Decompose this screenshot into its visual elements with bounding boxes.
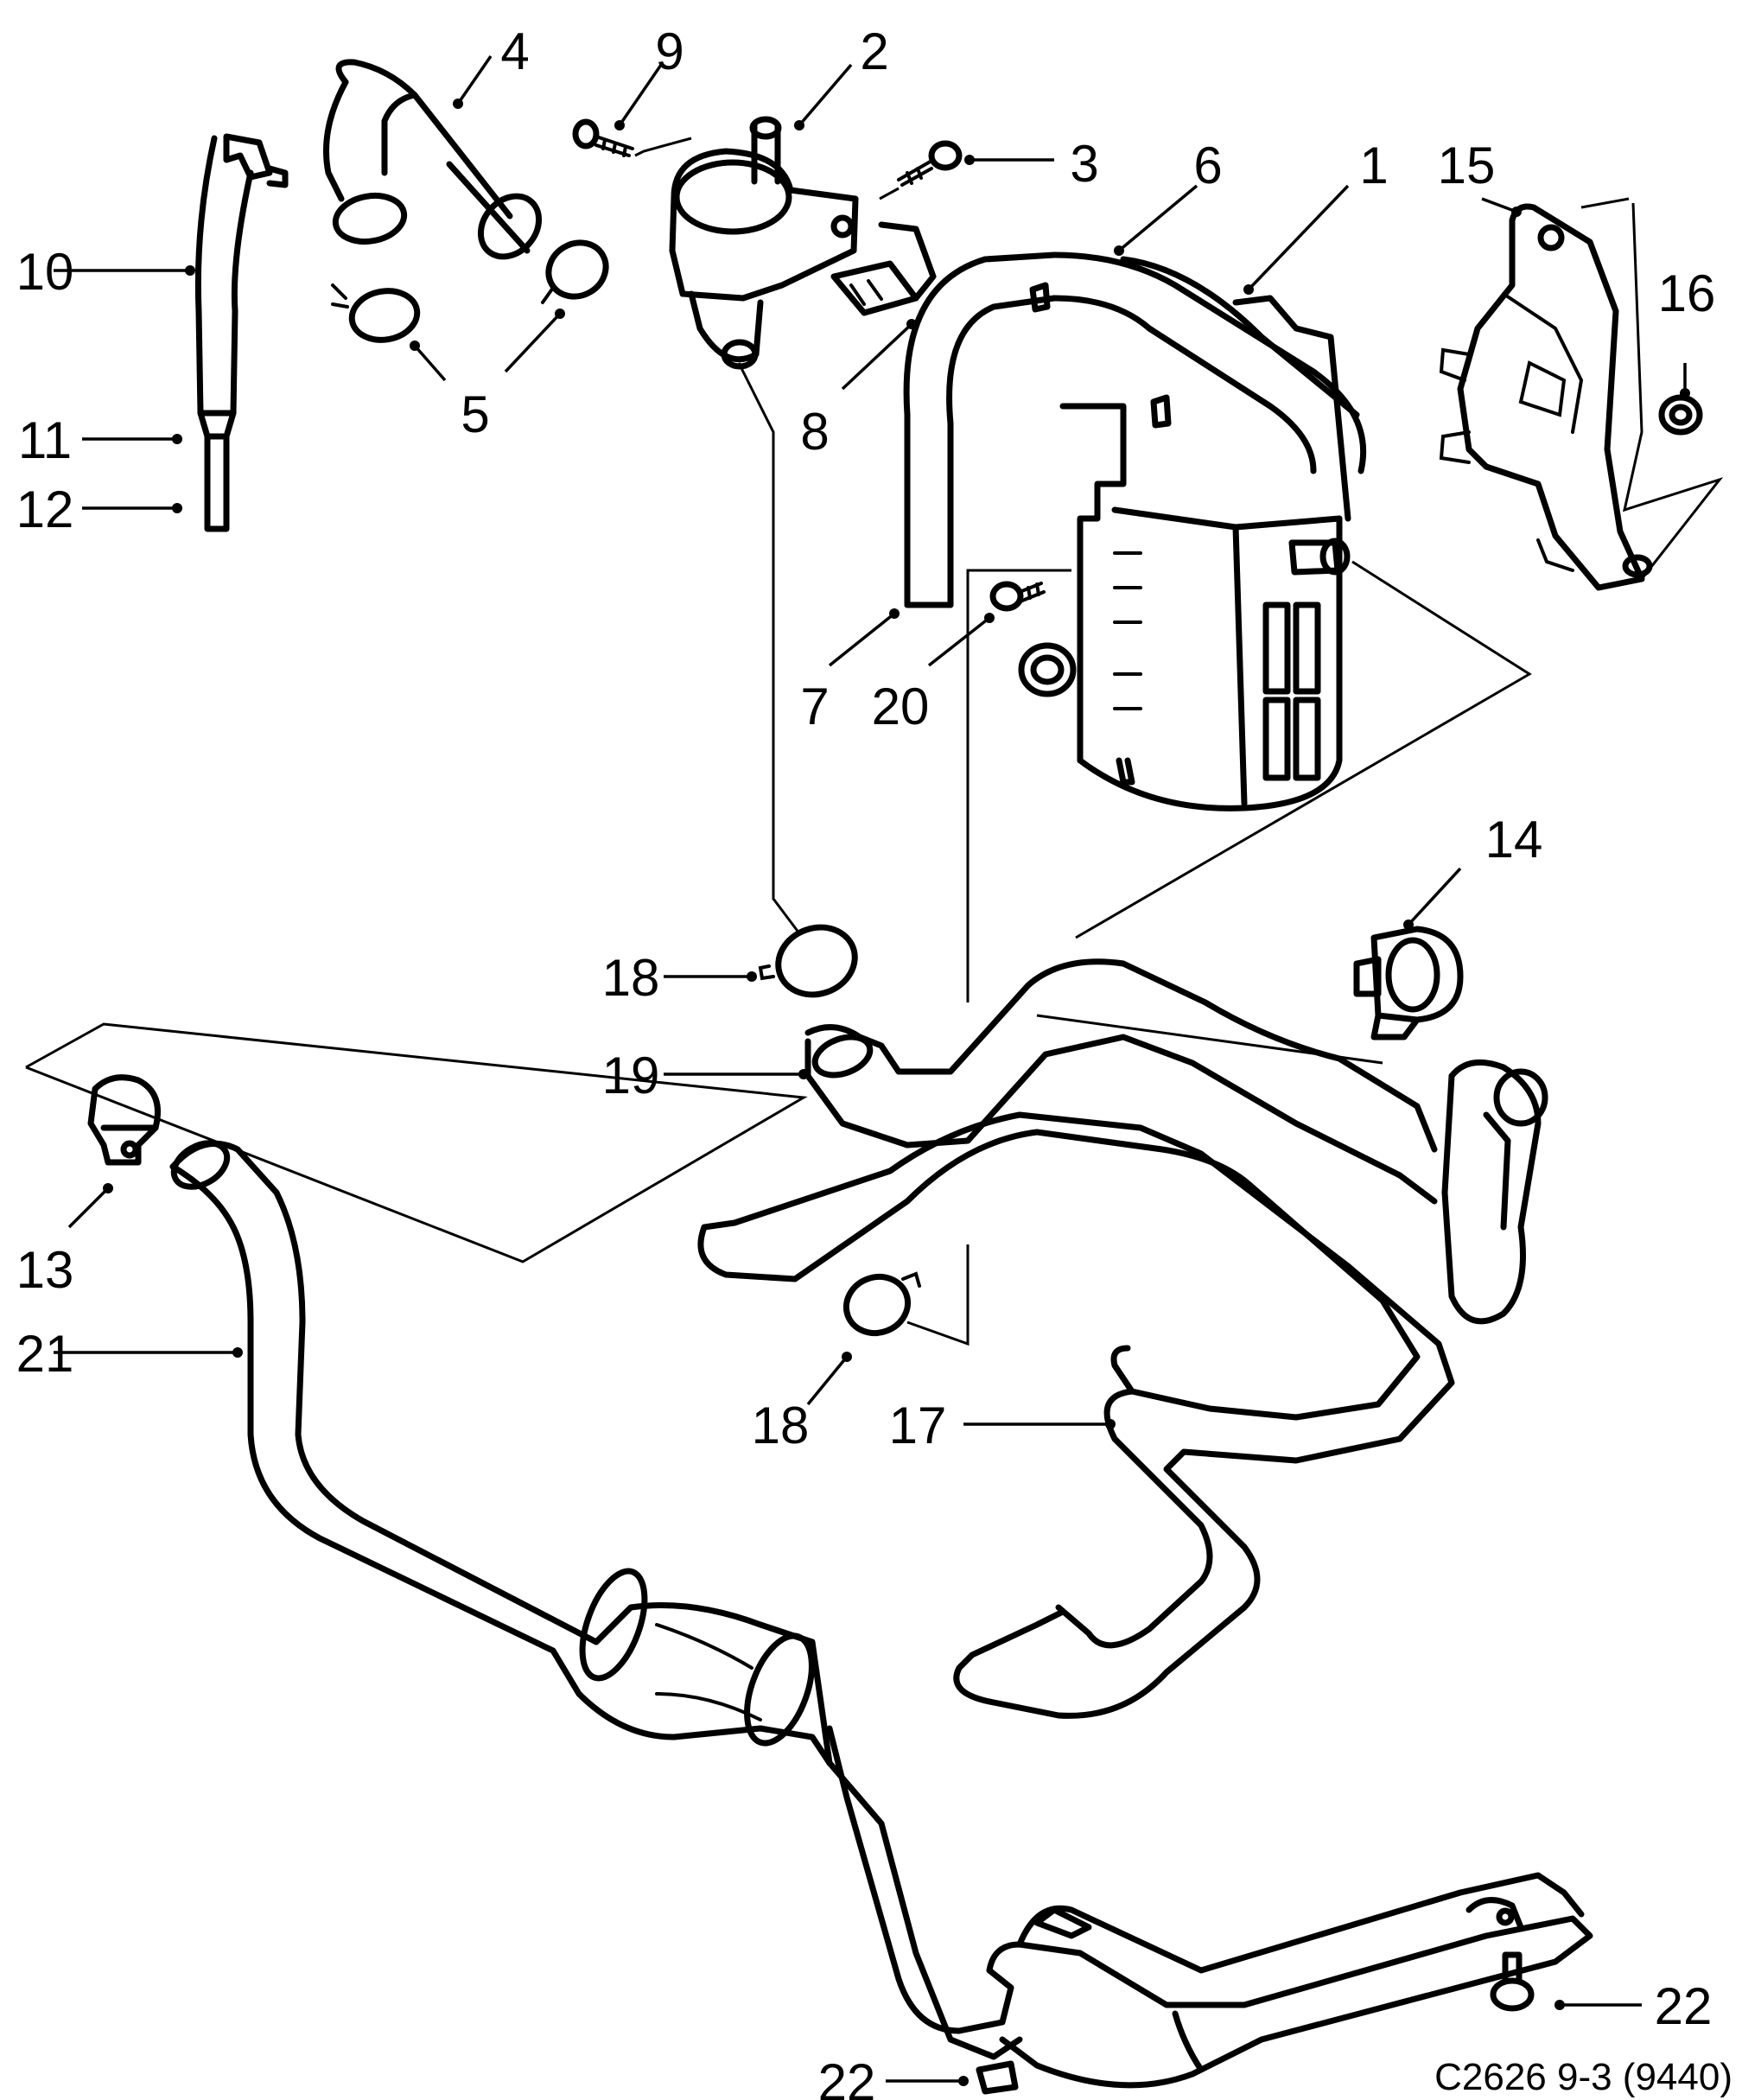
callout-6: 6 xyxy=(1193,137,1222,194)
hose-6-7-drawing xyxy=(903,251,1367,608)
screw-3-drawing xyxy=(897,140,963,187)
clamp-14-drawing xyxy=(1353,926,1464,1040)
callout-5: 5 xyxy=(461,385,489,443)
callout-2: 2 xyxy=(860,22,888,80)
callout-7: 7 xyxy=(800,678,829,735)
callout-19: 19 xyxy=(602,1047,660,1104)
callout-9: 9 xyxy=(655,22,683,80)
callout-18-upper: 18 xyxy=(602,949,660,1007)
screw-9-drawing xyxy=(572,118,634,157)
reference-lines xyxy=(25,137,1724,1346)
callout-15: 15 xyxy=(1438,137,1496,194)
callout-21: 21 xyxy=(16,1325,74,1383)
callout-22-right: 22 xyxy=(1655,1977,1713,2035)
canister-1-drawing xyxy=(1018,295,1351,811)
callout-22-bottom: 22 xyxy=(818,2053,876,2100)
clamp-18-lower-drawing xyxy=(842,1271,921,1336)
callout-13: 13 xyxy=(16,1241,74,1299)
grommet-16-drawing xyxy=(1658,394,1703,436)
hose-17-drawing xyxy=(697,1111,1455,1719)
callout-14: 14 xyxy=(1485,811,1543,869)
callout-16: 16 xyxy=(1658,264,1716,322)
screw-20-drawing xyxy=(989,581,1046,612)
callout-20: 20 xyxy=(872,678,930,735)
callout-4: 4 xyxy=(500,22,529,80)
callout-10: 10 xyxy=(16,243,74,301)
callout-18-lower: 18 xyxy=(752,1397,810,1454)
figure-code: C2626 9-3 (9440) xyxy=(1434,2056,1732,2098)
callout-17: 17 xyxy=(889,1397,947,1454)
clip-13-drawing xyxy=(87,1074,161,1166)
hose-21-drawing xyxy=(169,1140,1593,2089)
callout-8: 8 xyxy=(800,403,829,461)
hose-4-drawing xyxy=(323,59,543,260)
plug-22-drawing xyxy=(976,1951,1535,2095)
callout-12: 12 xyxy=(16,480,74,538)
connector-8-drawing xyxy=(830,221,937,316)
hose-19-drawing xyxy=(804,958,1548,1325)
clamp-18-upper-drawing xyxy=(758,924,858,998)
bracket-15-drawing xyxy=(1439,203,1653,591)
callout-1: 1 xyxy=(1359,137,1388,194)
clamp-5-drawing xyxy=(331,239,609,343)
callout-3: 3 xyxy=(1070,135,1098,193)
pump-2-drawing xyxy=(669,116,859,370)
callout-leaders xyxy=(54,55,1690,2086)
hose-10-drawing xyxy=(194,133,289,532)
callout-11: 11 xyxy=(18,411,72,469)
